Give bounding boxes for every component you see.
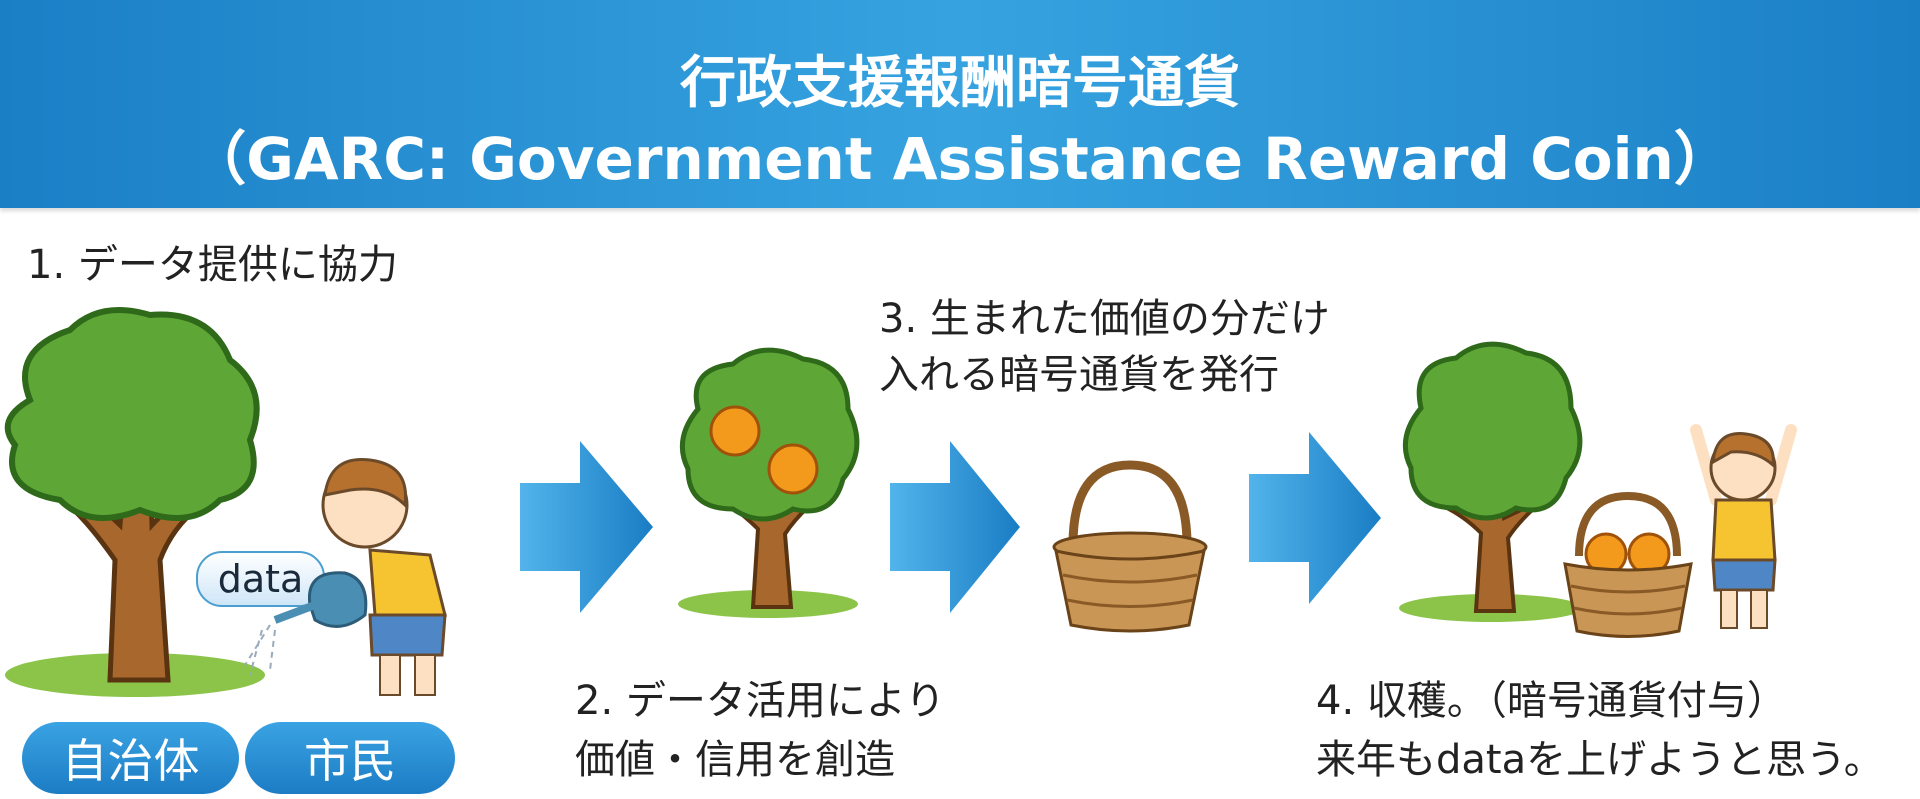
boy-cheering-illustration xyxy=(1690,424,1797,629)
fruit-tree-illustration xyxy=(678,347,860,618)
step4-caption-line2: 来年もdataを上げようと思う。 xyxy=(1316,737,1884,783)
step2-caption-line1: 2. データ活用により xyxy=(575,678,946,724)
basket-illustration xyxy=(1052,460,1208,633)
municipality-label: 自治体 xyxy=(22,722,239,794)
step4-caption-line1: 4. 収穫。（暗号通貨付与） xyxy=(1316,678,1787,724)
tree-illustration xyxy=(1399,341,1583,622)
subtitle: （GARC: Government Assistance Reward Coin… xyxy=(188,125,1732,193)
citizen-label: 市民 xyxy=(245,722,455,794)
basket-with-oranges-illustration xyxy=(1563,491,1693,638)
tree-illustration xyxy=(4,307,265,697)
step3-caption-line1: 3. 生まれた価値の分だけ xyxy=(879,296,1330,342)
arrow-right-icon xyxy=(1249,432,1381,604)
boy-watering-illustration xyxy=(244,457,447,696)
step3-caption-line2: 入れる暗号通貨を発行 xyxy=(879,352,1279,398)
step1-caption: 1. データ提供に協力 xyxy=(27,242,398,288)
title-banner: 行政支援報酬暗号通貨 （GARC: Government Assistance … xyxy=(0,0,1920,208)
arrow-right-icon xyxy=(890,441,1020,613)
title: 行政支援報酬暗号通貨 xyxy=(680,51,1240,116)
arrow-right-icon xyxy=(520,441,653,613)
step2-caption-line2: 価値・信用を創造 xyxy=(575,737,895,783)
